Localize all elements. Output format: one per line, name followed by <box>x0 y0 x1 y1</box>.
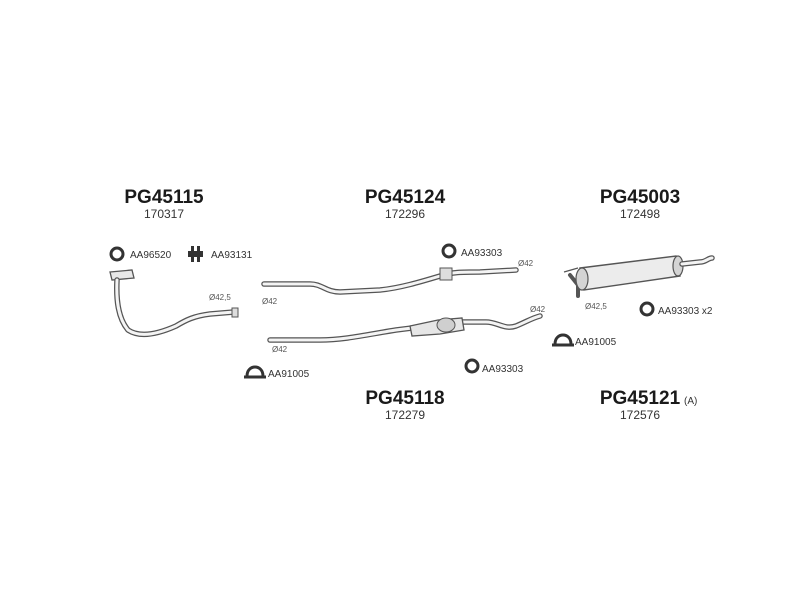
rear-silencer-drawing[interactable] <box>563 255 715 298</box>
part-number: PG45121 <box>600 388 681 409</box>
part-code: 172498 <box>620 207 660 221</box>
part-number: PG45115 <box>124 187 204 208</box>
dimension-label: Ø42 <box>262 297 278 306</box>
part-code: 170317 <box>144 207 184 221</box>
dimension-label: Ø42,5 <box>585 302 607 311</box>
accessory-code: AA93303 x2 <box>658 306 713 317</box>
ring-gasket-icon <box>441 243 457 259</box>
part-suffix: (A) <box>684 396 697 407</box>
part-number: PG45003 <box>600 187 680 208</box>
part-code: 172296 <box>385 207 425 221</box>
part-code: 172279 <box>385 408 425 422</box>
ring-gasket-icon <box>109 246 125 262</box>
accessory-aa96520[interactable]: AA96520 <box>109 246 172 262</box>
part-label-front-pipe[interactable]: PG45118 172279 <box>365 388 444 422</box>
clamp-icon <box>244 365 266 379</box>
ring-gasket-icon <box>639 301 655 317</box>
accessory-code: AA93303 <box>482 364 524 375</box>
accessory-aa91005-left[interactable]: AA91005 <box>244 365 310 380</box>
accessory-aa93303-x2[interactable]: AA93303 x2 <box>639 301 713 317</box>
ring-gasket-icon <box>464 358 480 374</box>
accessory-aa91005-right[interactable]: AA91005 <box>552 333 617 348</box>
part-label-kit[interactable]: PG45121 (A) 172576 <box>600 388 697 422</box>
clamp-icon <box>552 333 574 347</box>
accessory-code: AA93131 <box>211 250 253 261</box>
downpipe-drawing[interactable] <box>109 269 239 338</box>
part-label-middle[interactable]: PG45124 172296 <box>365 187 446 221</box>
dimension-label: Ø42 <box>272 345 288 354</box>
part-label-rear[interactable]: PG45003 172498 <box>600 187 680 221</box>
middle-pipe-drawing[interactable] <box>261 267 519 295</box>
accessory-aa93303-front[interactable]: AA93303 <box>464 358 524 375</box>
accessory-code: AA93303 <box>461 248 503 259</box>
part-code: 172576 <box>620 408 660 422</box>
accessory-code: AA91005 <box>268 369 310 380</box>
part-number: PG45118 <box>365 388 444 409</box>
part-number: PG45124 <box>365 187 446 208</box>
accessory-code: AA91005 <box>575 337 617 348</box>
accessory-code: AA96520 <box>130 250 172 261</box>
accessory-aa93131[interactable]: AA93131 <box>188 246 253 262</box>
dimension-label: Ø42 <box>518 259 534 268</box>
part-label-downpipe[interactable]: PG45115 170317 <box>124 187 204 221</box>
accessory-aa93303-middle[interactable]: AA93303 <box>441 243 503 259</box>
rubber-mount-icon <box>188 246 203 262</box>
dimension-label: Ø42 <box>530 305 546 314</box>
front-pipe-drawing[interactable] <box>267 313 543 343</box>
dimension-label: Ø42,5 <box>209 293 231 302</box>
